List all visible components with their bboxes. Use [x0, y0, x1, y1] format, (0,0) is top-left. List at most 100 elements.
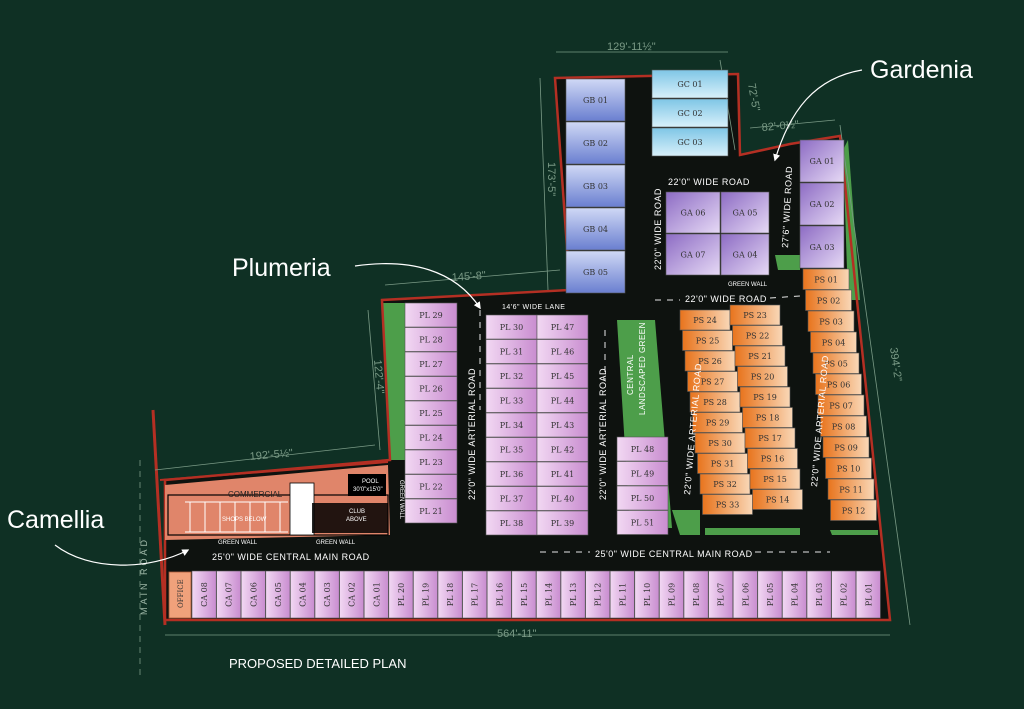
plot-label: PL 40	[551, 495, 574, 504]
plot-ps-col3-6	[817, 394, 865, 416]
plot-label: PL 31	[500, 348, 523, 357]
plot-ga-right-1	[799, 182, 845, 226]
plot-pl-col2-1	[485, 339, 538, 364]
plot-label: PL 02	[840, 583, 849, 606]
plot-label: PS 08	[832, 422, 856, 431]
plot-ps-col3-4	[812, 352, 860, 374]
plot-label: PL 10	[643, 583, 652, 606]
plot-label: PS 25	[696, 337, 720, 346]
plot-label: CA 07	[225, 582, 234, 607]
plot-pl-col4-3	[616, 510, 669, 535]
plot-label: PS 03	[819, 317, 843, 326]
plot-label: PL 06	[741, 583, 750, 606]
plot-ps-col3-1	[805, 289, 852, 311]
plot-ps-col2-0	[729, 304, 781, 326]
dim-plumeria-top: 145'-8"	[451, 270, 486, 284]
plot-pl-col2-2	[485, 363, 538, 389]
commercial-block	[165, 465, 390, 540]
plot-label: PL 38	[500, 519, 523, 528]
plot-label: GB 05	[583, 268, 608, 277]
plot-label: PL 37	[500, 495, 523, 504]
plot-label: PL 33	[500, 397, 523, 406]
road-ga: 22'0" WIDE ROAD	[668, 177, 750, 187]
plot-pl-col3-1	[536, 339, 589, 364]
plot-bottom-row-21	[708, 570, 734, 619]
plot-label: PS 11	[839, 485, 863, 494]
plot-pl-col1-8	[404, 498, 458, 524]
plot-pl-col3-2	[536, 363, 589, 389]
plot-pl-col4-0	[616, 436, 669, 462]
plot-ps-col2-4	[739, 386, 791, 408]
plot-label: PL 32	[500, 372, 523, 381]
zone-label-gardenia: Gardenia	[870, 56, 973, 84]
plot-label: PL 03	[815, 583, 824, 606]
plot-label: PL 24	[419, 434, 442, 443]
plot-ps-col3-7	[820, 415, 867, 437]
club-above-label-2: ABOVE	[346, 517, 367, 523]
plot-label: GA 01	[810, 157, 835, 166]
plot-label: PS 07	[829, 401, 853, 410]
plot-label: PL 19	[422, 583, 431, 606]
plot-ps-col3-11	[830, 499, 877, 521]
road-mid: 22'0" WIDE ROAD	[685, 294, 767, 304]
plot-label: GB 02	[583, 139, 608, 148]
plot-pl-col3-3	[536, 388, 589, 413]
plot-pl-col3-7	[536, 486, 589, 511]
plot-label: PS 23	[743, 311, 767, 320]
plan-title: PROPOSED DETAILED PLAN	[229, 656, 406, 671]
plot-label: PS 02	[817, 296, 841, 305]
plot-label: PL 47	[551, 323, 574, 332]
plot-ga-right-0	[799, 139, 845, 183]
commercial-label: COMMERCIAL	[228, 490, 283, 499]
central-green-label-2: LANDSCAPED GREEN	[638, 322, 647, 415]
plot-ps-col3-5	[815, 373, 862, 395]
road-ga-right: 27'6" WIDE ROAD	[780, 166, 794, 248]
plot-ps-col2-9	[752, 489, 803, 510]
plot-label: CA 02	[348, 582, 357, 607]
plot-pl-col4-2	[616, 485, 669, 511]
plot-pl-col3-0	[536, 314, 589, 340]
plot-label: GA 02	[810, 200, 835, 209]
pool-label-2: 30'0"x15'0"	[353, 487, 383, 493]
plot-label: PS 27	[701, 378, 725, 387]
plot-ps-col2-2	[734, 345, 786, 367]
plot-label: PS 22	[746, 332, 770, 341]
plot-label: PL 36	[500, 470, 523, 479]
plot-label: GC 03	[677, 138, 702, 147]
plot-bottom-row-12	[486, 570, 512, 619]
plot-bottom-row-4	[290, 570, 315, 619]
plot-label: PL 20	[397, 583, 406, 606]
plot-bottom-row-3	[265, 570, 291, 619]
plot-pl-col1-1	[404, 327, 458, 352]
plot-pl-col3-4	[536, 412, 589, 438]
plot-label: PS 28	[703, 398, 727, 407]
plot-ga-left-1	[665, 233, 721, 276]
plot-ga-right-2	[799, 225, 845, 269]
plot-bottom-row-27	[855, 570, 881, 619]
plot-label: GB 04	[583, 225, 608, 234]
plot-ga-mid-1	[720, 233, 770, 276]
plot-label: PL 46	[551, 348, 574, 357]
plot-label: PL 26	[419, 385, 442, 394]
dim-plumeria-side: 122'-4"	[371, 359, 386, 394]
plot-label: PL 42	[551, 446, 574, 455]
road-gb: 22'0" WIDE ROAD	[653, 188, 663, 270]
plot-label: PS 31	[711, 460, 735, 469]
dim-top: 129'-11½"	[607, 41, 656, 53]
plot-label: PS 18	[756, 414, 780, 423]
plot-pl-col3-5	[536, 437, 589, 462]
club-above-label-1: CLUB	[349, 509, 365, 515]
dim-right: 394'-2"	[887, 347, 904, 383]
plot-bottom-row-13	[511, 570, 537, 619]
plot-ps-col2-5	[742, 407, 793, 428]
plot-bottom-row-6	[339, 570, 365, 619]
plot-ps-col2-8	[749, 468, 801, 490]
office-label: OFFICE	[177, 579, 185, 608]
plot-pl-col4-1	[616, 461, 669, 486]
plot-pl-col2-7	[485, 486, 538, 511]
plot-gc-2	[651, 127, 729, 157]
green-wall-label-1: GREEN WALL	[218, 540, 258, 546]
plot-bottom-row-9	[413, 570, 438, 619]
